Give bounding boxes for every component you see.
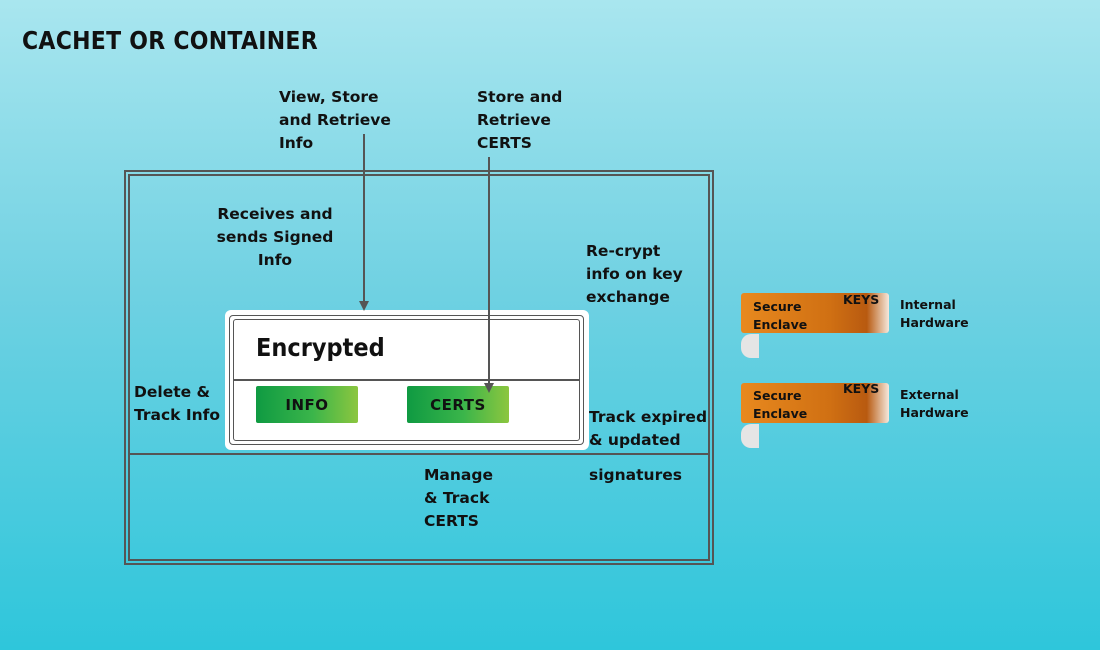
label-signatures: signatures [589,466,682,484]
container-inner-frame [128,174,710,561]
secure-enclave-text: Secure Enclave [753,299,808,332]
label-recrypt: Re-crypt info on key exchange [586,242,683,306]
enclave-tag-curl [741,424,759,448]
enclave-tag-curl [741,334,759,358]
hardware-label-external: External Hardware [900,387,969,420]
label-manage-track: Manage & Track CERTS [424,466,493,530]
secure-enclave-tag-internal [741,293,889,333]
secure-enclave-tag-external [741,383,889,423]
label-receives-sends: Receives and sends Signed Info [216,205,334,269]
info-pill: INFO [256,386,358,423]
encrypted-divider [233,379,580,381]
label-store-retrieve-certs: Store and Retrieve CERTS [477,88,563,152]
container-divider [128,453,710,455]
container-outer-frame [124,170,714,565]
hardware-label-internal: Internal Hardware [900,297,969,330]
label-delete-track: Delete & Track Info [134,383,221,424]
diagram-title: CACHET OR CONTAINER [22,26,318,55]
label-view-store-retrieve: View, Store and Retrieve Info [279,88,391,152]
encrypted-frame-outer [229,315,584,445]
label-track-expired: Track expired & updated [589,408,708,449]
secure-enclave-text: Secure Enclave [753,388,808,421]
keys-label: KEYS [843,292,880,307]
encrypted-title: Encrypted [256,333,385,362]
keys-label: KEYS [843,381,880,396]
